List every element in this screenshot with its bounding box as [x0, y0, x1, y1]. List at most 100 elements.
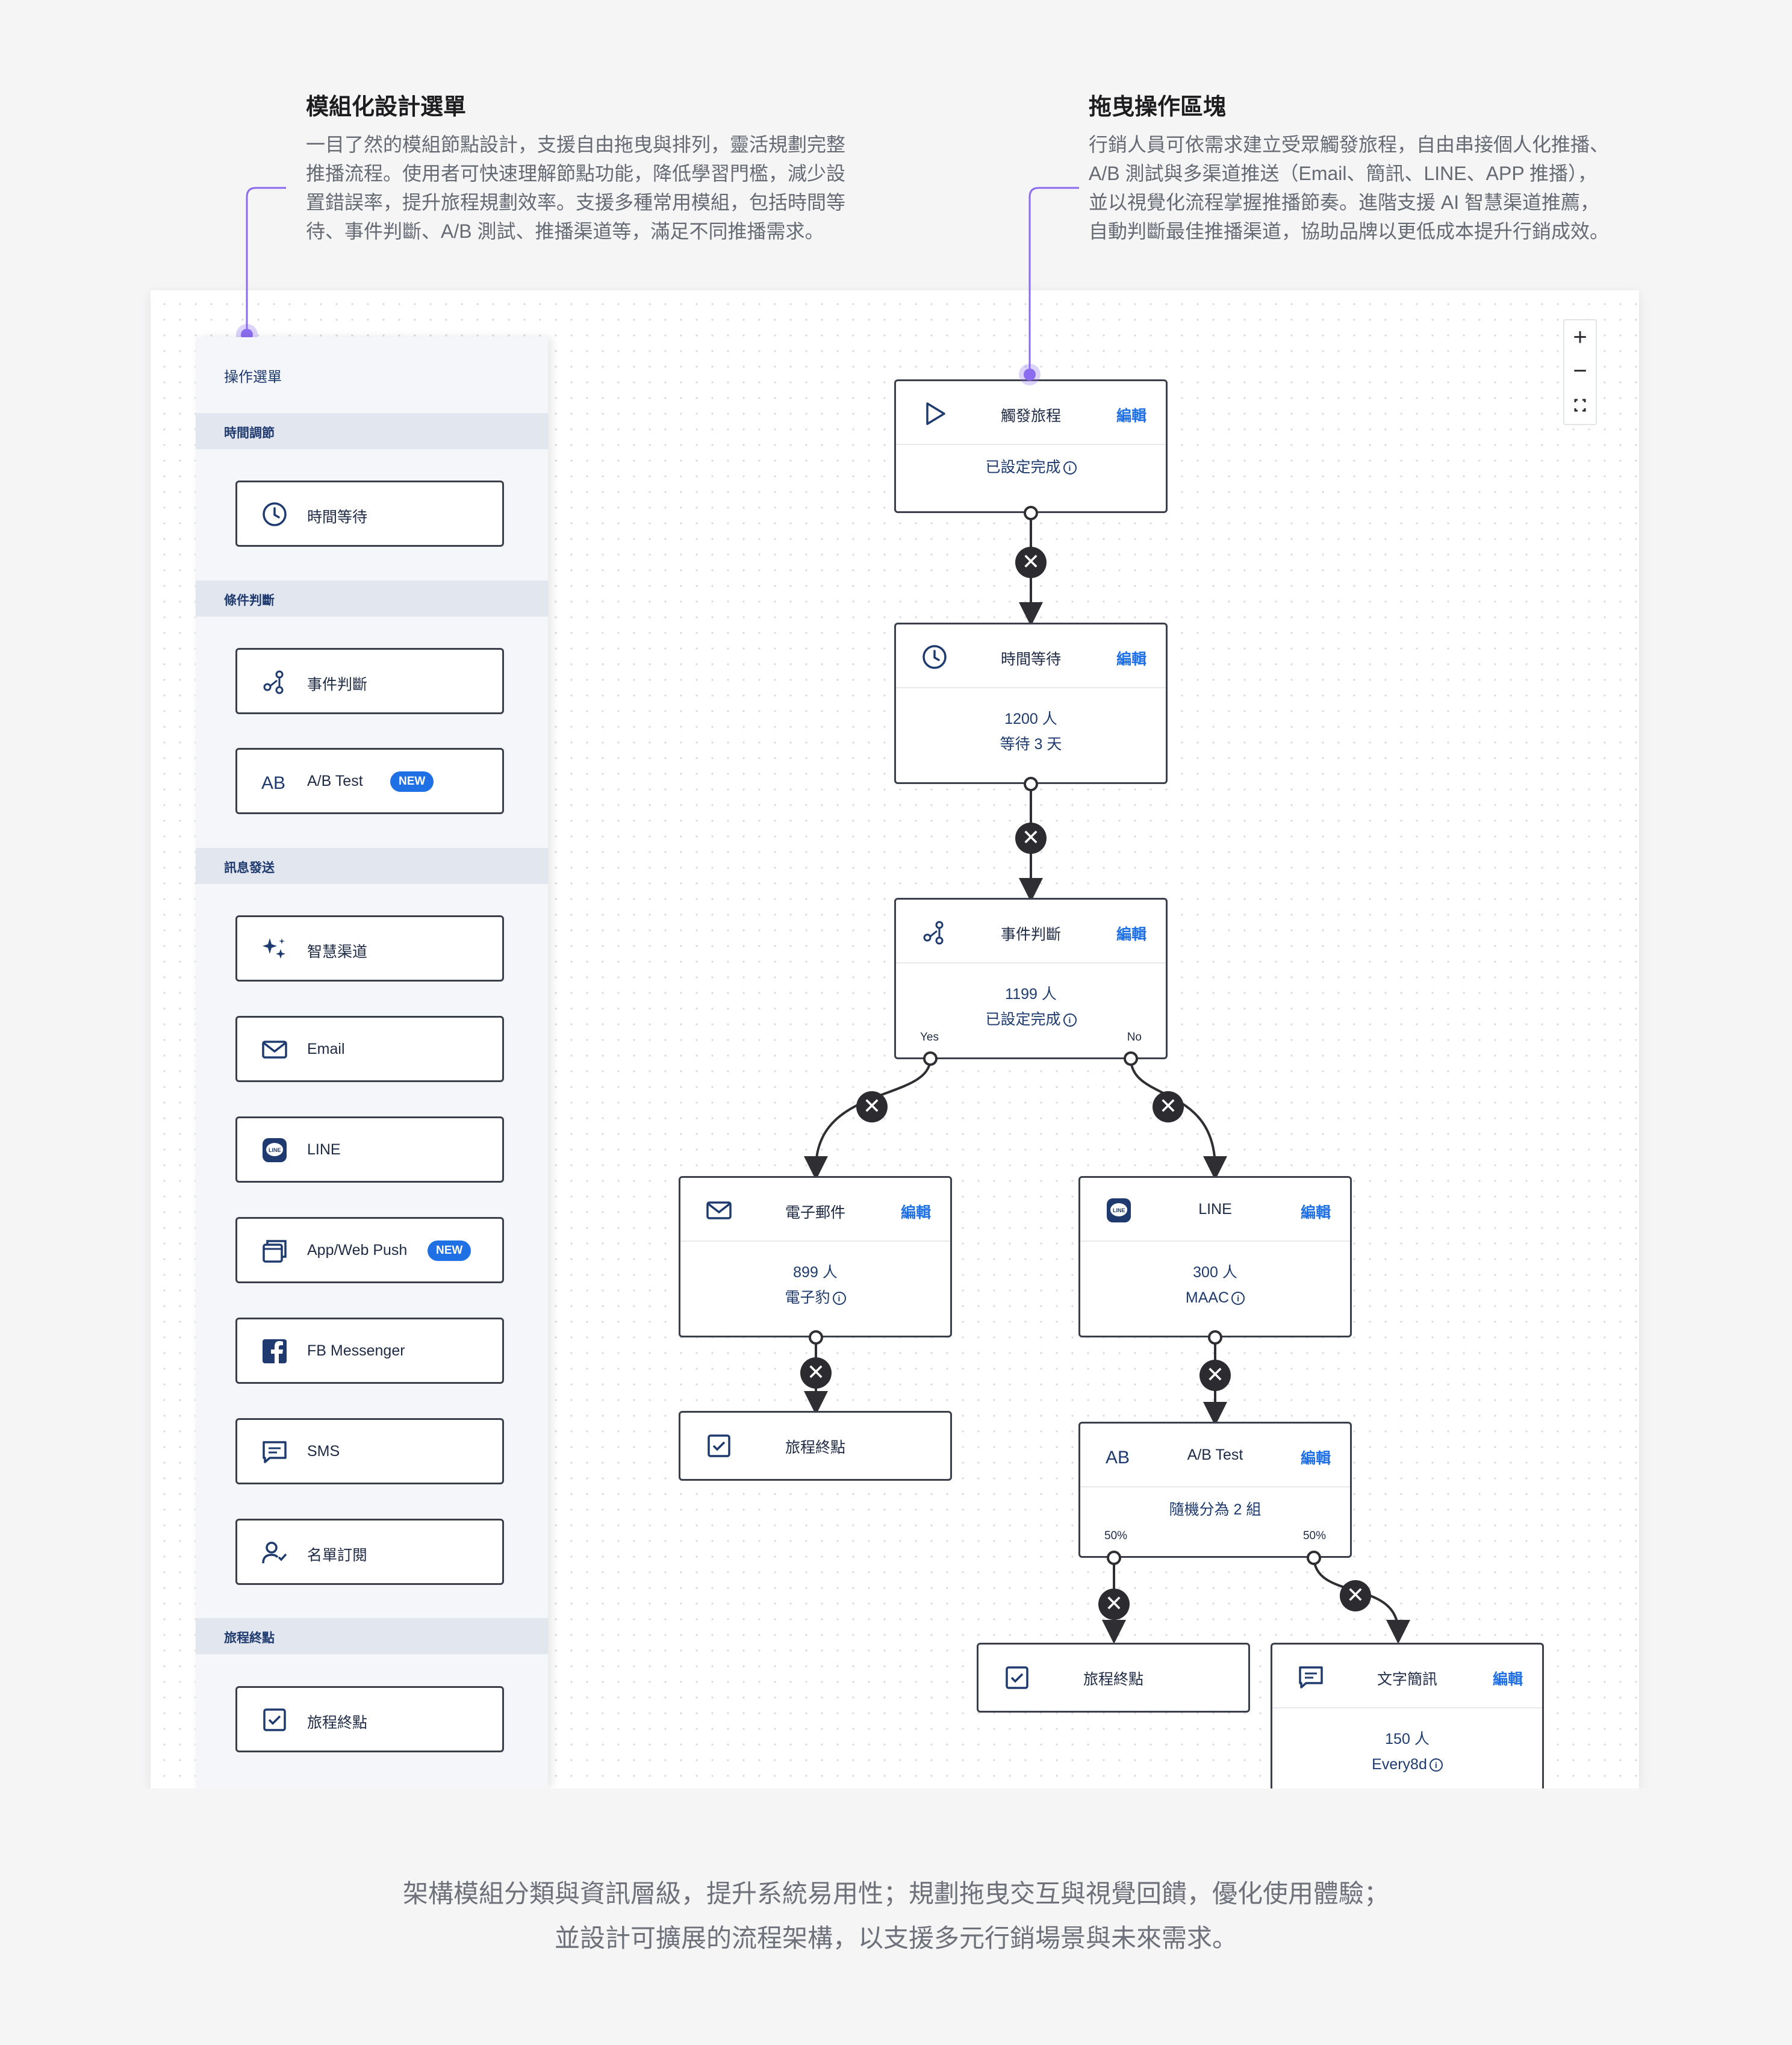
- module-smart-channel[interactable]: 智慧渠道: [235, 915, 504, 982]
- annotation-line: 並以視覺化流程掌握推播節奏。進階支援 AI 智慧渠道推薦，: [1089, 191, 1600, 213]
- branch-no-label: No: [1127, 1031, 1142, 1044]
- module-label: LINE: [307, 1141, 341, 1158]
- page-background-bottom: [0, 1788, 1792, 2045]
- edit-button[interactable]: 編輯: [1116, 651, 1146, 668]
- operation-sidebar: 操作選單 時間調節 時間等待 條件判斷 事件判斷 AB A/B Test NEW…: [196, 337, 548, 1788]
- annotation-line: 推播流程。使用者可快速理解節點功能，降低學習門檻，減少設: [306, 163, 846, 184]
- footer-caption: 架構模組分類與資訊層級，提升系統易用性；規劃拖曳交互與視覺回饋，優化使用體驗； …: [0, 1872, 1792, 1961]
- node-journey-end-2[interactable]: 旅程終點: [977, 1643, 1250, 1713]
- annotation-line: 置錯誤率，提升旅程規劃效率。支援多種常用模組，包括時間等: [306, 191, 846, 213]
- check-icon: [263, 1708, 286, 1731]
- module-email[interactable]: Email: [235, 1016, 504, 1082]
- module-subscription[interactable]: 名單訂閱: [235, 1519, 504, 1585]
- edit-button[interactable]: 編輯: [1116, 926, 1146, 943]
- node-title: LINE: [1198, 1201, 1232, 1218]
- annotation-right-title: 拖曳操作區塊: [1089, 95, 1227, 120]
- delete-connection-icon[interactable]: ✕: [1153, 1091, 1184, 1122]
- info-icon[interactable]: i: [832, 1292, 846, 1305]
- fullscreen-button[interactable]: [1564, 389, 1596, 423]
- info-icon[interactable]: i: [1429, 1758, 1443, 1772]
- node-title: 觸發旅程: [1000, 408, 1061, 425]
- zoom-in-button[interactable]: +: [1573, 324, 1587, 350]
- node-ab-test[interactable]: AB A/B Test 編輯 隨機分為 2 組 50% 50%: [1078, 1422, 1352, 1558]
- node-body: 1200 人 等待 3 天: [896, 706, 1166, 757]
- info-icon[interactable]: i: [1063, 461, 1077, 475]
- info-icon[interactable]: i: [1231, 1292, 1245, 1305]
- status-text: 已設定完成: [985, 459, 1061, 476]
- node-title: 旅程終點: [1083, 1671, 1143, 1688]
- provider-name: 電子豹: [785, 1289, 830, 1306]
- annotation-line: 行銷人員可依需求建立受眾觸發旅程，自由串接個人化推播、: [1089, 134, 1610, 155]
- edit-button[interactable]: 編輯: [1300, 1450, 1331, 1467]
- delete-connection-icon[interactable]: ✕: [1098, 1589, 1130, 1620]
- annotation-left-body: 一目了然的模組節點設計，支援自由拖曳與排列，靈活規劃完整 推播流程。使用者可快速…: [306, 130, 884, 246]
- branch-yes-label: Yes: [920, 1031, 939, 1044]
- node-journey-end-1[interactable]: 旅程終點: [679, 1411, 952, 1481]
- delete-connection-icon[interactable]: ✕: [1340, 1580, 1371, 1611]
- module-sms[interactable]: SMS: [235, 1418, 504, 1484]
- module-app-web-push[interactable]: App/Web Push NEW: [235, 1217, 504, 1283]
- line-icon: LINE: [1107, 1198, 1131, 1222]
- ab-icon: AB: [261, 773, 285, 793]
- provider-name: MAAC: [1185, 1289, 1230, 1306]
- node-title: 電子郵件: [785, 1204, 845, 1221]
- sidebar-title: 操作選單: [224, 369, 282, 385]
- audience-count: 1199 人: [1005, 986, 1057, 1003]
- status-text: 已設定完成: [985, 1011, 1061, 1028]
- svg-text:AB: AB: [261, 773, 285, 793]
- node-title: A/B Test: [1187, 1446, 1243, 1463]
- zoom-out-button[interactable]: −: [1573, 358, 1587, 384]
- module-wait[interactable]: 時間等待: [235, 481, 504, 547]
- edit-button[interactable]: 編輯: [1492, 1671, 1523, 1688]
- branch-icon: [263, 670, 284, 694]
- sms-icon: [1299, 1666, 1323, 1689]
- edit-button[interactable]: 編輯: [1116, 408, 1146, 425]
- branch-icon: [923, 921, 944, 945]
- annotation-marker: [1019, 364, 1041, 385]
- annotation-line: 待、事件判斷、A/B 測試、推播渠道等，滿足不同推播需求。: [306, 220, 824, 242]
- module-line[interactable]: LINE LINE: [235, 1116, 504, 1183]
- svg-text:AB: AB: [1106, 1448, 1130, 1468]
- footer-line: 並設計可擴展的流程架構，以支援多元行銷場景與未來需求。: [554, 1924, 1237, 1952]
- audience-count: 899 人: [793, 1264, 838, 1281]
- mail-icon: [706, 1201, 732, 1219]
- edit-button[interactable]: 編輯: [900, 1204, 931, 1221]
- module-label: 智慧渠道: [307, 944, 368, 960]
- annotation-right-body: 行銷人員可依需求建立受眾觸發旅程，自由串接個人化推播、 A/B 測試與多渠道推送…: [1089, 130, 1691, 246]
- annotation-line: 自動判斷最佳推播渠道，協助品牌以更低成本提升行銷成效。: [1089, 220, 1610, 242]
- module-label: 旅程終點: [307, 1714, 368, 1731]
- wait-duration: 等待 3 天: [1000, 736, 1062, 753]
- facebook-icon: [263, 1339, 287, 1363]
- fullscreen-icon: [1574, 399, 1586, 412]
- check-icon: [708, 1434, 730, 1457]
- module-journey-end[interactable]: 旅程終點: [235, 1686, 504, 1752]
- module-ab-test[interactable]: AB A/B Test NEW: [235, 748, 504, 814]
- category-time: 時間調節: [196, 413, 548, 449]
- node-wait[interactable]: 時間等待 編輯 1200 人 等待 3 天: [894, 623, 1168, 784]
- info-icon[interactable]: i: [1063, 1013, 1077, 1027]
- ab-icon: AB: [1106, 1448, 1130, 1468]
- provider-name: Every8d: [1372, 1756, 1427, 1773]
- module-event[interactable]: 事件判斷: [235, 648, 504, 714]
- split-left-pct: 50%: [1104, 1530, 1128, 1542]
- module-label: 時間等待: [307, 509, 368, 526]
- delete-connection-icon[interactable]: ✕: [1015, 547, 1047, 578]
- delete-connection-icon[interactable]: ✕: [856, 1091, 888, 1122]
- module-label: Email: [307, 1041, 345, 1057]
- edit-button[interactable]: 編輯: [1300, 1204, 1331, 1221]
- delete-connection-icon[interactable]: ✕: [800, 1357, 832, 1389]
- module-fb-messenger[interactable]: FB Messenger: [235, 1318, 504, 1384]
- delete-connection-icon[interactable]: ✕: [1199, 1360, 1231, 1391]
- delete-connection-icon[interactable]: ✕: [1015, 823, 1047, 854]
